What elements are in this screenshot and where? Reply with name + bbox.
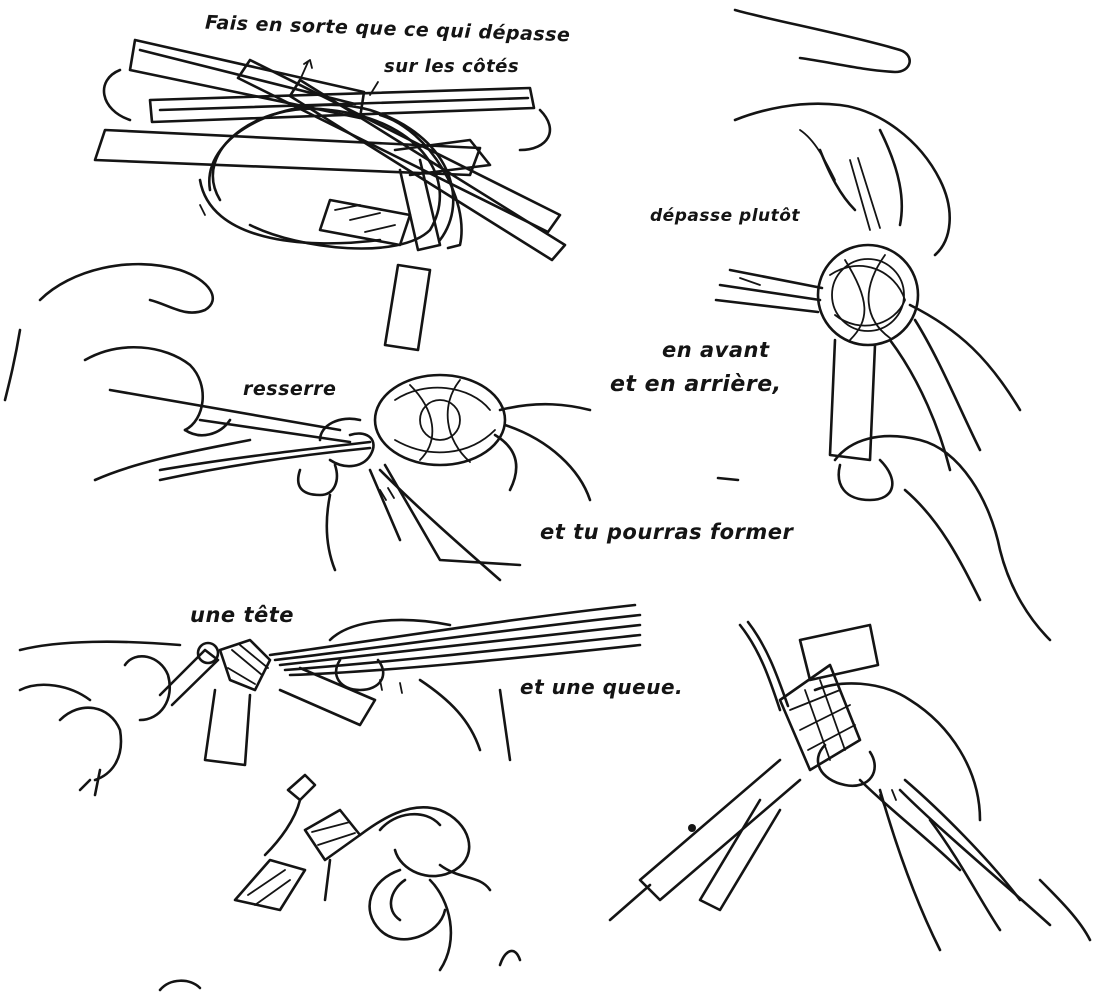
panel-tightening (5, 264, 590, 580)
caption-line-5: en avant (662, 338, 770, 362)
panel-head-and-tail (20, 605, 640, 795)
caption-line-4: resserre (243, 378, 336, 400)
panel-braid-with-hand (610, 622, 1090, 950)
caption-line-8: une tête (190, 603, 294, 627)
caption-line-2: sur les côtés (384, 56, 519, 77)
panel-finished-figure (235, 775, 490, 970)
panel-hand-knot-top-right (716, 10, 1050, 640)
caption-line-3: dépasse plutôt (650, 206, 800, 226)
caption-line-7: et tu pourras former (540, 520, 793, 544)
caption-line-9: et une queue. (520, 675, 683, 699)
caption-line-6: et en arrière, (610, 372, 781, 397)
